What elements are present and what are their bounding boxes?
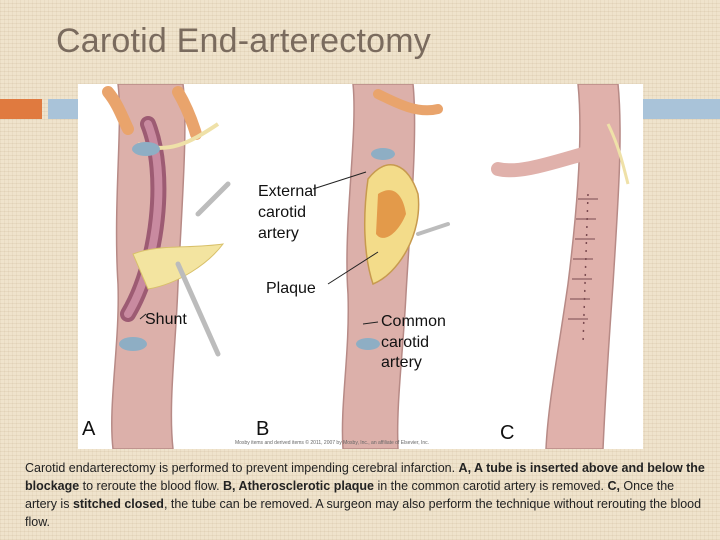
caption-bold-segment: B, Atherosclerotic plaque: [223, 479, 374, 493]
panel-c-drawing: [498, 84, 628, 449]
panel-b-drawing: [313, 84, 448, 449]
panel-label-a: A: [82, 418, 95, 441]
panel-label-c: C: [500, 422, 514, 445]
accent-bar-blue-right: [640, 99, 720, 119]
slide-title: Carotid End-arterectomy: [56, 22, 431, 61]
label-external-carotid-3: artery: [258, 223, 299, 244]
label-external-carotid-1: External: [258, 181, 317, 202]
figure-copyright: Mosby items and derived items © 2011, 20…: [235, 440, 429, 446]
label-shunt: Shunt: [145, 309, 187, 330]
panel-a-drawing: [108, 84, 228, 449]
panel-label-b: B: [256, 418, 269, 441]
label-common-carotid-1: Common: [381, 311, 446, 332]
accent-bar-blue-left: [48, 99, 80, 119]
artery-drawings: [78, 84, 643, 449]
accent-bar-orange: [0, 99, 42, 119]
label-common-carotid-3: artery: [381, 352, 422, 373]
label-common-carotid-2: carotid: [381, 332, 429, 353]
carotid-illustration: External carotid artery Plaque Shunt Com…: [78, 84, 643, 449]
caption-segment: in the common carotid artery is removed.: [374, 479, 607, 493]
caption-segment: to reroute the blood flow.: [79, 479, 223, 493]
caption-segment: Carotid endarterectomy is performed to p…: [25, 461, 459, 475]
label-external-carotid-2: carotid: [258, 202, 306, 223]
caption-bold-segment: C,: [607, 479, 620, 493]
figure-caption: Carotid endarterectomy is performed to p…: [25, 459, 705, 531]
label-plaque: Plaque: [266, 278, 316, 299]
caption-bold-segment: stitched closed: [73, 497, 164, 511]
